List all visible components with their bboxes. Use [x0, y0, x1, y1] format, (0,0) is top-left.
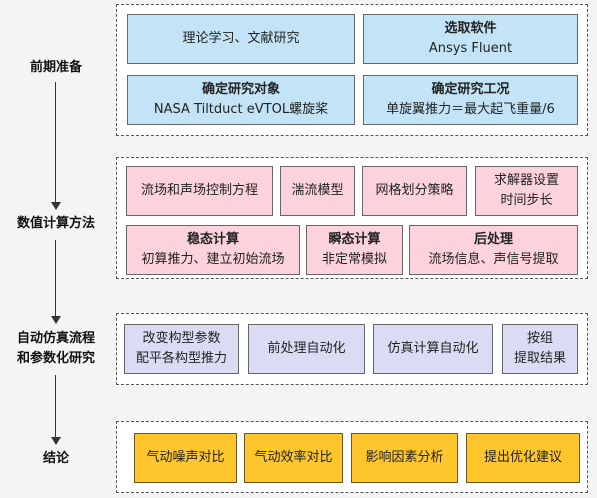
stage-label-numerical: 数值计算方法	[16, 216, 95, 231]
suggest-box: 提出优化建议	[466, 433, 580, 483]
solver-box: 求解器设置 时间步长	[475, 166, 578, 216]
software-title: 选取软件	[444, 21, 497, 36]
condition-text: 单旋翼推力＝最大起飞重量/6	[386, 102, 555, 117]
stage-label-conclusion: 结论	[42, 451, 69, 466]
steady-text: 初算推力、建立初始流场	[141, 252, 285, 267]
software-box: 选取软件 Ansys Fluent	[363, 14, 578, 64]
config-text: 改变构型参数 配平各构型推力	[135, 331, 227, 366]
flow-arrow-shaft-3	[55, 375, 56, 437]
efficiency-box: 气动效率对比	[244, 433, 343, 483]
object-title: 确定研究对象	[201, 82, 280, 97]
theory-box: 理论学习、文献研究	[127, 14, 355, 64]
condition-box: 确定研究工况 单旋翼推力＝最大起飞重量/6	[363, 75, 578, 125]
config-box: 改变构型参数 配平各构型推力	[124, 324, 239, 374]
noise-text: 气动噪声对比	[146, 450, 225, 465]
condition-title: 确定研究工况	[431, 82, 510, 97]
object-box: 确定研究对象 NASA Tiltduct eVTOL螺旋桨	[127, 75, 355, 125]
noise-box: 气动噪声对比	[134, 433, 237, 483]
stage-label-prep: 前期准备	[29, 60, 82, 75]
flow-arrow-head-2	[51, 316, 61, 324]
theory-text: 理论学习、文献研究	[182, 31, 300, 46]
turbulence-box: 湍流模型	[280, 166, 355, 216]
steady-box: 稳态计算 初算推力、建立初始流场	[126, 225, 300, 275]
mesh-text: 网格划分策略	[375, 183, 454, 198]
post-box: 后处理 流场信息、声信号提取	[409, 225, 578, 275]
factors-text: 影响因素分析	[365, 450, 444, 465]
flow-arrow-shaft-1	[55, 82, 56, 202]
transient-title: 瞬态计算	[328, 232, 381, 247]
sim-text: 仿真计算自动化	[387, 341, 479, 356]
factors-box: 影响因素分析	[351, 433, 458, 483]
software-text: Ansys Fluent	[428, 41, 513, 56]
turbulence-text: 湍流模型	[291, 183, 344, 198]
extract-box: 按组 提取结果	[502, 324, 578, 374]
solver-text: 求解器设置 时间步长	[493, 173, 559, 208]
preproc-text: 前处理自动化	[267, 341, 346, 356]
flow-arrow-head-3	[51, 437, 61, 445]
transient-text: 非定常模拟	[321, 252, 387, 267]
preproc-box: 前处理自动化	[248, 324, 365, 374]
sim-box: 仿真计算自动化	[373, 324, 493, 374]
suggest-text: 提出优化建议	[483, 450, 562, 465]
flow-arrow-head-1	[51, 202, 61, 210]
post-text: 流场信息、声信号提取	[428, 252, 559, 267]
flow-arrow-shaft-2	[55, 240, 56, 316]
transient-box: 瞬态计算 非定常模拟	[306, 225, 403, 275]
mesh-box: 网格划分策略	[362, 166, 467, 216]
steady-title: 稳态计算	[186, 232, 239, 247]
stage-label-automation: 自动仿真流程 和参数化研究	[16, 331, 95, 366]
object-text: NASA Tiltduct eVTOL螺旋桨	[153, 102, 329, 117]
equations-box: 流场和声场控制方程	[126, 166, 273, 216]
extract-text: 按组 提取结果	[513, 331, 566, 366]
post-title: 后处理	[473, 232, 513, 247]
efficiency-text: 气动效率对比	[254, 450, 333, 465]
equations-text: 流场和声场控制方程	[140, 183, 258, 198]
